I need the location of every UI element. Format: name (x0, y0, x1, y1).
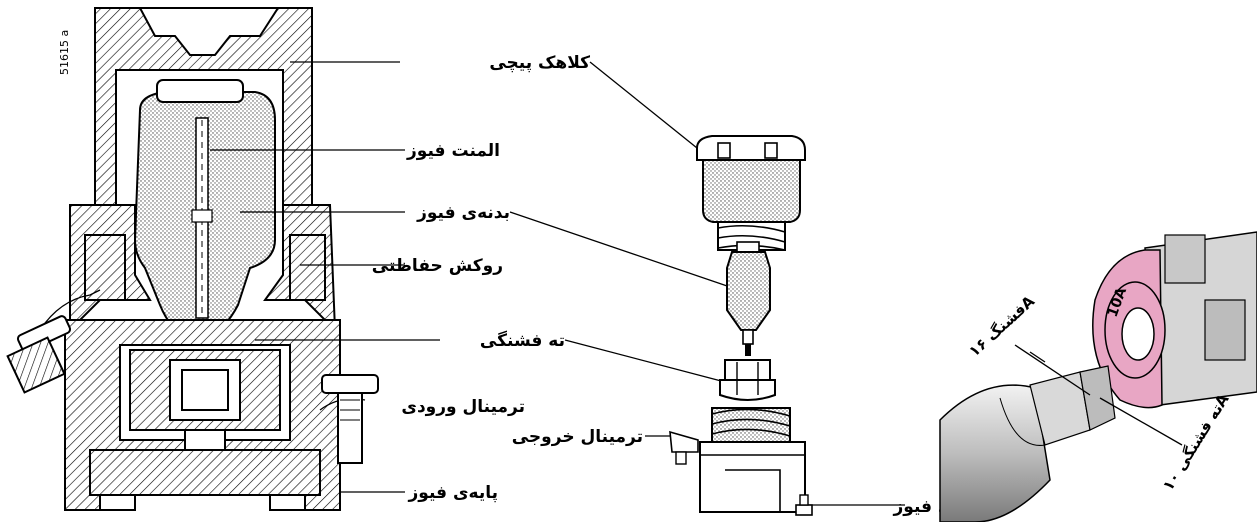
exploded-fuse-base (669, 407, 813, 516)
exploded-screw-cap (696, 135, 806, 251)
cartridge-16a (939, 365, 1116, 522)
input-terminal-screw (321, 374, 379, 464)
label-fuse-body: بدنه‌ی فیوز (416, 203, 510, 223)
contact-cap-top (156, 79, 244, 103)
exploded-view (669, 135, 813, 516)
left-terminal-screw (6, 315, 72, 394)
gauge-ring-10a: 10A (1092, 231, 1257, 409)
leader-lines (210, 61, 905, 506)
label-output-terminal: ترمینال خروجی (512, 427, 643, 447)
label-fuse-base: پایه‌ی فیوز (408, 483, 498, 503)
label-protective-cover: روکش حفاظتی (372, 256, 503, 276)
label-fuse-element: المنت فیوز (406, 141, 500, 161)
exploded-gauge-piece (719, 359, 776, 401)
exploded-fuse-body (726, 241, 771, 356)
figure-id: 51615 a (58, 30, 71, 75)
label-gauge-piece: ته فشنگی (480, 330, 565, 351)
cartridge-gauge-illustration: 10A فشنگ ۱۶A ته فشنگی ۱۰A (939, 231, 1257, 522)
fuse-cross-section: 51615 a (6, 7, 379, 511)
label-input-terminal: ترمینال ورودی (401, 397, 525, 417)
label-cartridge-16a: فشنگ ۱۶A (965, 292, 1038, 360)
cap-window (138, 7, 280, 56)
label-gauge-10a: ته فشنگی ۱۰A (1159, 391, 1233, 494)
label-screw-cap: کلاهک پیچی (489, 53, 590, 73)
labels: کلاهک پیچی المنت فیوز بدنه‌ی فیوز روکش ح… (372, 53, 983, 517)
